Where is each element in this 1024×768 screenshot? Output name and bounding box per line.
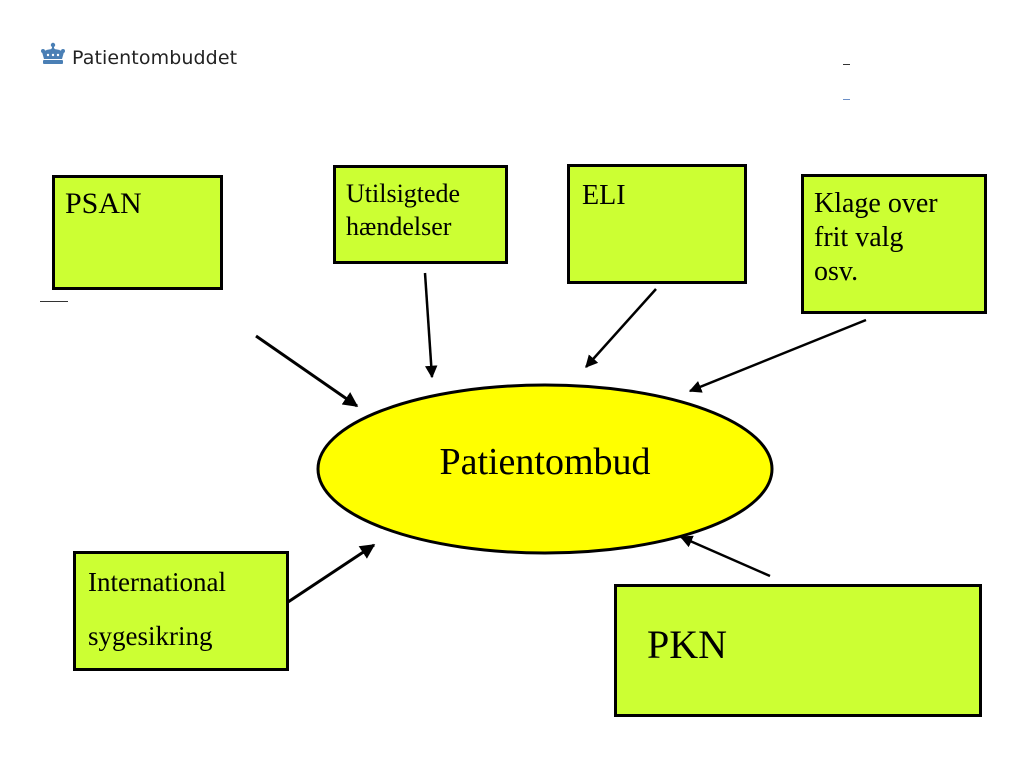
box-pkn-line-1: PKN [647, 622, 728, 667]
decor-dash-2 [843, 99, 850, 100]
box-utilsigtede-line-2: hændelser [346, 211, 452, 241]
box-klage-line-1: Klage over [814, 188, 938, 219]
arrow-klage [688, 318, 867, 393]
box-international: International sygesikring [73, 551, 289, 671]
logo: Patientombuddet [38, 42, 237, 73]
logo-text: Patientombuddet [72, 46, 238, 69]
crown-icon [38, 42, 68, 73]
box-psan: PSAN [52, 175, 223, 290]
box-eli-line-1: ELI [582, 180, 626, 211]
box-psan-line-1: PSAN [65, 187, 142, 220]
box-eli: ELI [567, 164, 747, 284]
box-utilsigtede: Utilsigtede hændelser [333, 165, 508, 264]
box-klage-line-2: frit valg [814, 222, 904, 254]
box-pkn: PKN [614, 584, 982, 717]
arrow-psan [255, 334, 359, 408]
box-international-line-2: sygesikring [88, 621, 213, 652]
center-label: Patientombud [439, 441, 651, 483]
box-klage-line-3: osv. [814, 256, 859, 288]
arrow-international [278, 543, 376, 610]
arrow-eli [585, 288, 657, 368]
arrow-pkn [679, 535, 771, 578]
decor-dash-3 [40, 301, 68, 302]
decor-dash-1 [843, 64, 850, 65]
box-international-line-1: International [88, 567, 226, 597]
center-ellipse [316, 383, 774, 555]
box-utilsigtede-line-1: Utilsigtede [346, 179, 461, 208]
arrow-utilsigtede [423, 272, 438, 379]
box-klage: Klage over frit valg osv. [801, 174, 987, 314]
